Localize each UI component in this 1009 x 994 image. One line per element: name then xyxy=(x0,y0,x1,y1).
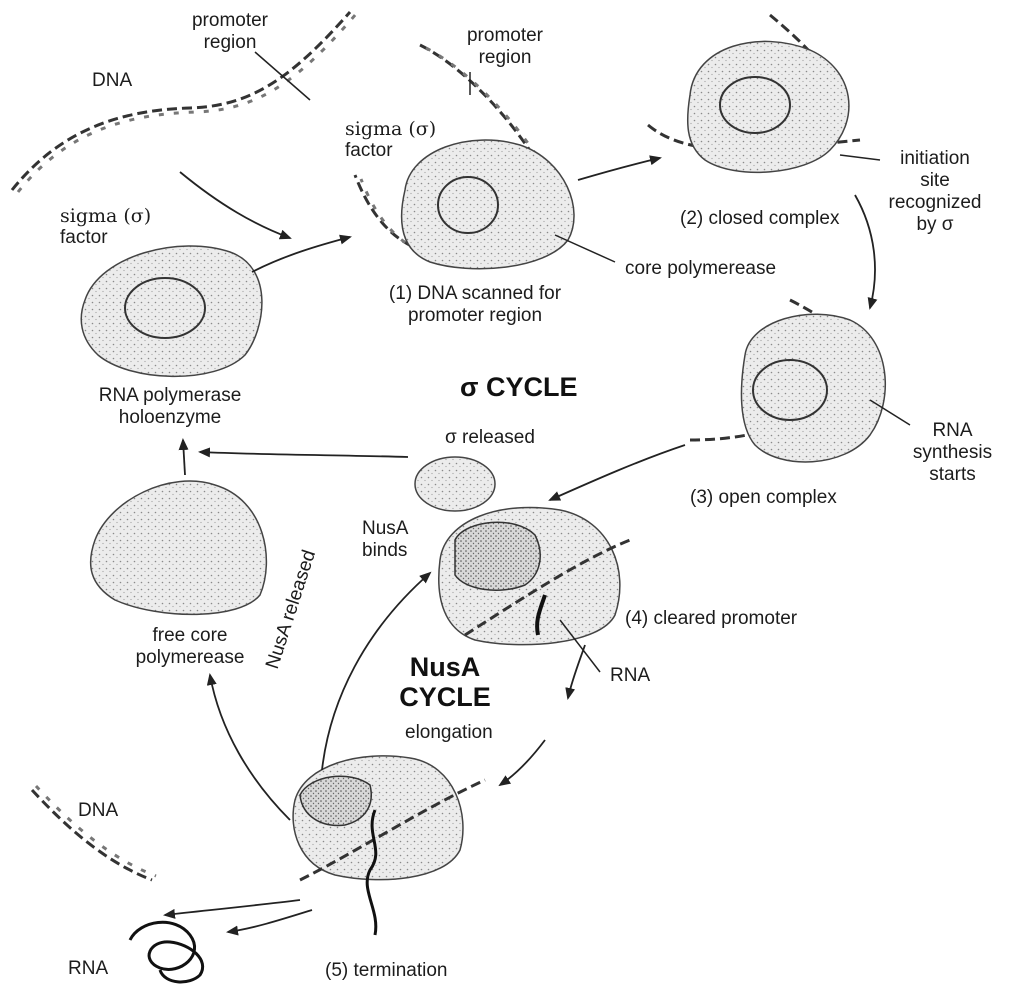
sigma-subunit-scanning xyxy=(438,177,498,233)
dna-label-bottom: DNA xyxy=(78,800,118,822)
step1-label: (1) DNA scanned for promoter region xyxy=(355,283,595,327)
step2-label: (2) closed complex xyxy=(680,208,839,230)
sigma-released-label: σ released xyxy=(445,427,535,449)
rna-label-bottom: RNA xyxy=(68,958,108,980)
step5-label: (5) termination xyxy=(325,960,448,982)
promoter-label-center: promoter region xyxy=(450,25,560,69)
nusa-cycle-title: NusA CYCLE xyxy=(380,652,510,712)
free-core-label: free core polymerease xyxy=(95,625,285,669)
sigma-factor-label-left: sigma (σ) factor xyxy=(60,205,151,249)
step3-label: (3) open complex xyxy=(690,487,837,509)
nusa-binds-label: NusA binds xyxy=(362,518,408,562)
rna-released-tangle xyxy=(130,922,203,982)
core-polymerease-label: core polymerease xyxy=(625,258,776,280)
nusa-bound xyxy=(455,522,540,590)
sigma-subunit-open xyxy=(753,360,827,420)
released-sigma xyxy=(415,457,495,511)
holoenzyme-label: RNA polymerase holoenzyme xyxy=(65,385,275,429)
sigma-subunit-closed xyxy=(720,77,790,133)
sigma-subunit-holo xyxy=(125,278,205,338)
sigma-cycle-title: σ CYCLE xyxy=(460,372,577,402)
rna-mid-label: RNA xyxy=(610,665,650,687)
initiation-label: initiation site recognized by σ xyxy=(880,148,990,236)
step4-label: (4) cleared promoter xyxy=(625,608,797,630)
sigma-factor-label-center: sigma (σ) factor xyxy=(345,118,436,162)
rna-synthesis-label: RNA synthesis starts xyxy=(905,420,1000,486)
promoter-label-left: promoter region xyxy=(175,10,285,54)
dna-label-top: DNA xyxy=(92,70,132,92)
free-core-body xyxy=(91,481,267,614)
elongation-label: elongation xyxy=(405,722,493,744)
